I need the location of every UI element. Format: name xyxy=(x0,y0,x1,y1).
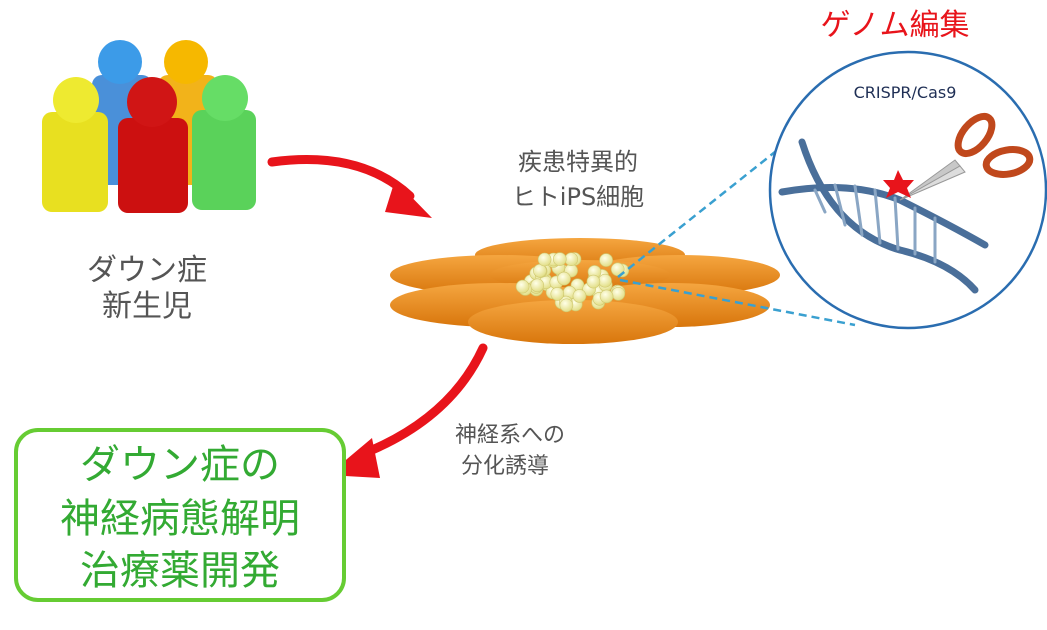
goal-line2: 神経病態解明 xyxy=(60,496,300,542)
scissors-icon xyxy=(899,112,1034,201)
cell-sphere xyxy=(559,298,574,313)
person-yellow-icon xyxy=(42,77,108,212)
differentiation-label-line2: 分化誘導 xyxy=(461,454,549,479)
cell-sphere xyxy=(598,273,612,288)
goal-box xyxy=(14,428,346,602)
ips-label-line2: ヒトiPS細胞 xyxy=(512,183,644,211)
cell-sphere xyxy=(586,274,601,289)
arrow-to-goal-icon xyxy=(328,343,488,478)
crispr-label: CRISPR/Cas9 xyxy=(854,83,957,102)
cell-sphere xyxy=(599,289,614,304)
cell-sphere xyxy=(564,252,579,267)
ips-cell-colony-icon xyxy=(390,238,780,344)
dna-helix-icon xyxy=(778,138,989,294)
cell-sphere xyxy=(515,279,530,294)
patients-label-line1: ダウン症 xyxy=(87,253,207,288)
cell-sphere xyxy=(572,289,587,303)
differentiation-label-line1: 神経系への xyxy=(455,423,565,448)
patients-label-line2: 新生児 xyxy=(102,289,192,324)
cell-sphere xyxy=(552,252,567,266)
goal-line1: ダウン症の xyxy=(80,442,280,488)
cell-sphere xyxy=(557,271,571,286)
goal-line3: 治療薬開発 xyxy=(80,548,280,594)
cell-sphere xyxy=(537,252,552,267)
person-green-icon xyxy=(192,75,256,210)
zoom-lines xyxy=(617,139,856,327)
cell-sphere xyxy=(550,287,565,301)
cut-site-star-icon xyxy=(883,170,914,198)
ips-label-line1: 疾患特異的 xyxy=(518,148,638,176)
arrow-to-ips-icon xyxy=(267,155,432,218)
cell-sphere xyxy=(611,286,626,301)
patients-figure-icon xyxy=(42,40,256,213)
cell-sphere xyxy=(599,253,613,267)
person-red-icon xyxy=(118,77,188,213)
cell-sphere xyxy=(530,278,545,293)
genome-editing-title: ゲノム編集 xyxy=(820,8,969,43)
